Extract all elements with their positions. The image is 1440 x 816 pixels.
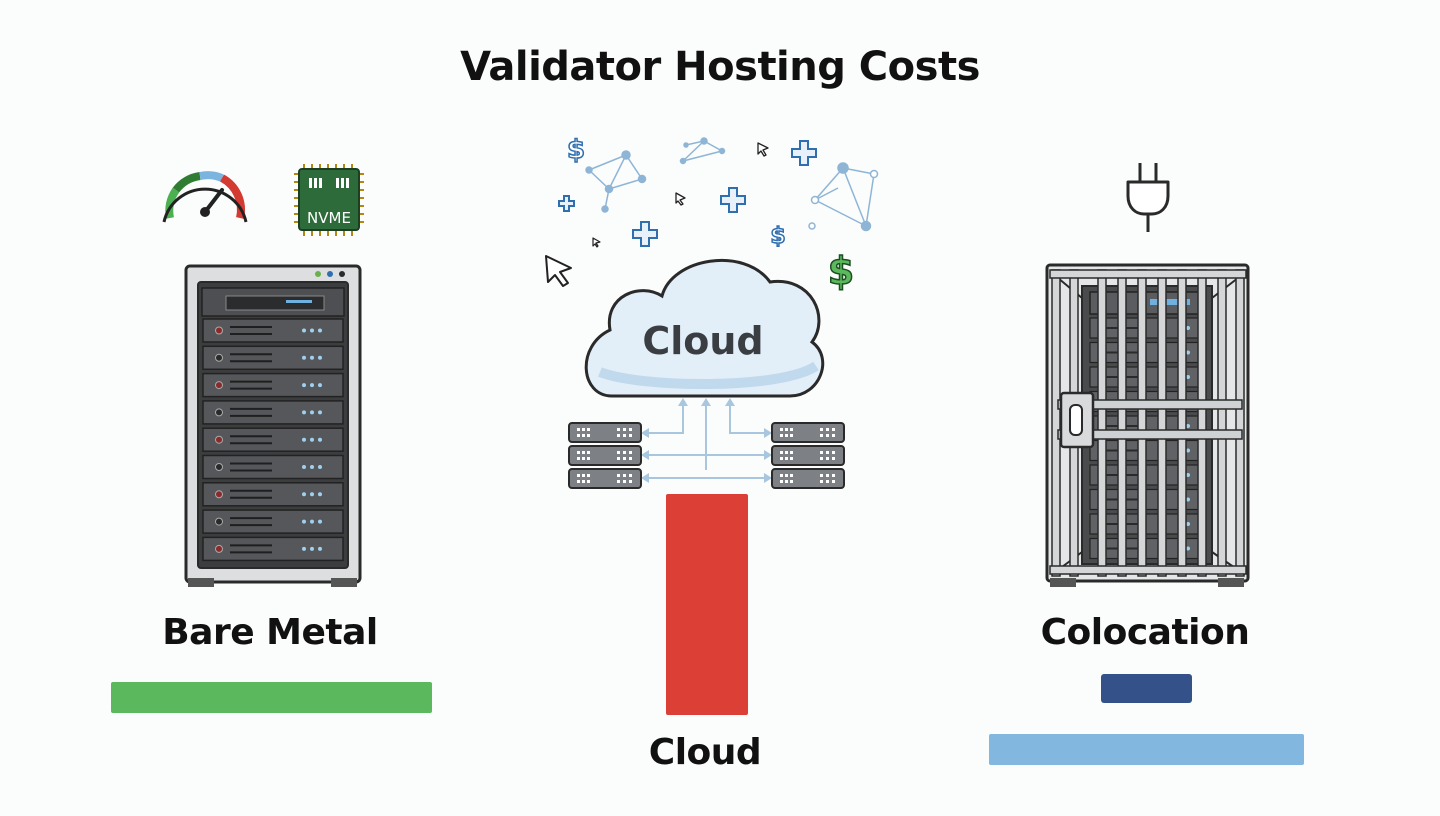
cloud-icon-label: Cloud <box>642 319 763 363</box>
svg-text:$: $ <box>770 224 785 249</box>
bare-metal-label: Bare Metal <box>162 612 378 653</box>
bare-metal-cost-bar <box>111 682 432 713</box>
diagram-title: Validator Hosting Costs <box>460 44 980 90</box>
server-rack-icon <box>184 264 362 587</box>
nvme-chip-label: NVME <box>307 209 351 227</box>
network-nodes-icon <box>585 137 879 232</box>
colocation-accent-bar <box>1101 674 1192 703</box>
dollar-icon: $ $ $ <box>566 134 855 294</box>
colocation-cost-bar <box>989 734 1304 765</box>
cloud-cost-bar <box>666 494 748 715</box>
connector-arrowheads <box>641 398 772 483</box>
plus-icon <box>558 140 817 247</box>
caged-rack-icon <box>1045 263 1250 587</box>
speedometer-icon <box>162 171 248 223</box>
nvme-chip-icon: NVME <box>294 164 364 236</box>
power-plug-icon <box>1126 163 1170 232</box>
cloud-icon: Cloud <box>584 259 825 398</box>
cursor-icon <box>545 142 769 287</box>
cloud-label: Cloud <box>648 732 762 773</box>
colocation-label: Colocation <box>1040 612 1250 653</box>
cloud-connectors <box>643 402 770 479</box>
svg-text:$: $ <box>828 249 854 293</box>
server-stack-icon <box>568 422 845 489</box>
svg-text:$: $ <box>567 135 585 165</box>
